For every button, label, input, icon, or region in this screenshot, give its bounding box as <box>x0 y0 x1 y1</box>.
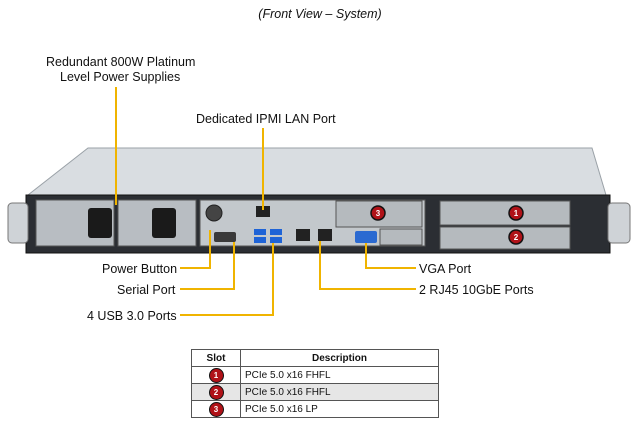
label-rj45-ports: 2 RJ45 10GbE Ports <box>419 283 534 297</box>
pcie-slot-3-lower <box>379 228 423 246</box>
svg-text:1: 1 <box>514 209 519 218</box>
psu-left-socket <box>88 208 112 238</box>
table-row: 2 PCIe 5.0 x16 FHFL <box>191 383 439 401</box>
psu-right-socket <box>152 208 176 238</box>
label-vga-port: VGA Port <box>419 262 472 276</box>
description-column-header: Description <box>240 349 439 367</box>
svg-text:3: 3 <box>376 209 381 218</box>
rj45-port-shape-1 <box>296 229 310 241</box>
slot-description: PCIe 5.0 x16 FHFL <box>240 383 439 401</box>
label-usb-ports: 4 USB 3.0 Ports <box>87 309 177 323</box>
leader-vga-port <box>365 243 416 269</box>
slot-description: PCIe 5.0 x16 LP <box>240 400 439 418</box>
leader-usb-ports <box>180 243 274 316</box>
psu-left <box>35 199 115 247</box>
slot-badge-2: 2 <box>508 229 524 245</box>
label-ipmi-lan-port: Dedicated IPMI LAN Port <box>196 112 336 126</box>
label-power-button: Power Button <box>102 262 178 276</box>
slot-description: PCIe 5.0 x16 FHFL <box>240 366 439 384</box>
power-button-shape <box>205 204 223 222</box>
usb-port-shape-4 <box>270 237 282 243</box>
label-power-supplies-line2: Level Power Supplies <box>60 70 181 84</box>
slot-badge-3: 3 <box>370 205 386 221</box>
usb-port-shape-1 <box>254 229 266 235</box>
right-rack-ear <box>607 202 631 244</box>
pcie-slot-table: Slot Description 1 PCIe 5.0 x16 FHFL 2 P… <box>191 349 439 418</box>
leader-rj45-ports <box>319 241 416 290</box>
slot-number-badge: 2 <box>208 384 224 400</box>
pcie-slot-1-bracket <box>439 200 571 226</box>
rj45-port-shape-2 <box>318 229 332 241</box>
ipmi-port-shape <box>256 206 270 217</box>
slot-badge-1: 1 <box>508 205 524 221</box>
table-row: 1 PCIe 5.0 x16 FHFL <box>191 366 439 384</box>
psu-right <box>117 199 197 247</box>
slot-table-header-row: Slot Description <box>191 349 439 367</box>
figure-caption: (Front View – System) <box>258 7 382 21</box>
label-power-supplies-line1: Redundant 800W Platinum <box>46 55 196 69</box>
leader-serial-port <box>180 242 235 290</box>
usb-port-shape-3 <box>270 229 282 235</box>
leader-power-button <box>180 230 211 269</box>
left-rack-ear <box>7 202 29 244</box>
slot-column-header: Slot <box>191 349 241 367</box>
serial-port-shape <box>214 232 236 242</box>
chassis-top-cover <box>26 147 607 196</box>
usb-port-shape-2 <box>254 237 266 243</box>
slot-number-badge: 3 <box>208 401 224 417</box>
label-serial-port: Serial Port <box>117 283 176 297</box>
table-row: 3 PCIe 5.0 x16 LP <box>191 400 439 418</box>
pcie-slot-2-bracket <box>439 226 571 250</box>
vga-port-shape <box>355 231 377 243</box>
slot-number-badge: 1 <box>208 367 224 383</box>
svg-text:2: 2 <box>514 233 519 242</box>
